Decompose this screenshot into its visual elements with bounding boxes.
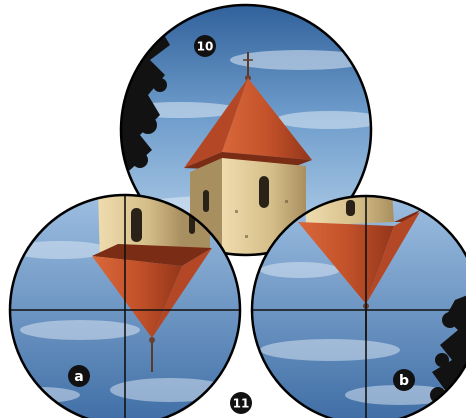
number-badge-top: 10 xyxy=(194,35,216,57)
badge-letter-a: a xyxy=(74,369,83,385)
badge-letter-b: b xyxy=(399,373,409,389)
number-badge-bottom: 11 xyxy=(230,392,252,414)
badge-number-bottom: 11 xyxy=(233,397,250,411)
letter-badge-a: a xyxy=(68,365,90,387)
badge-number-top: 10 xyxy=(197,40,214,54)
letter-badge-b: b xyxy=(393,369,415,391)
